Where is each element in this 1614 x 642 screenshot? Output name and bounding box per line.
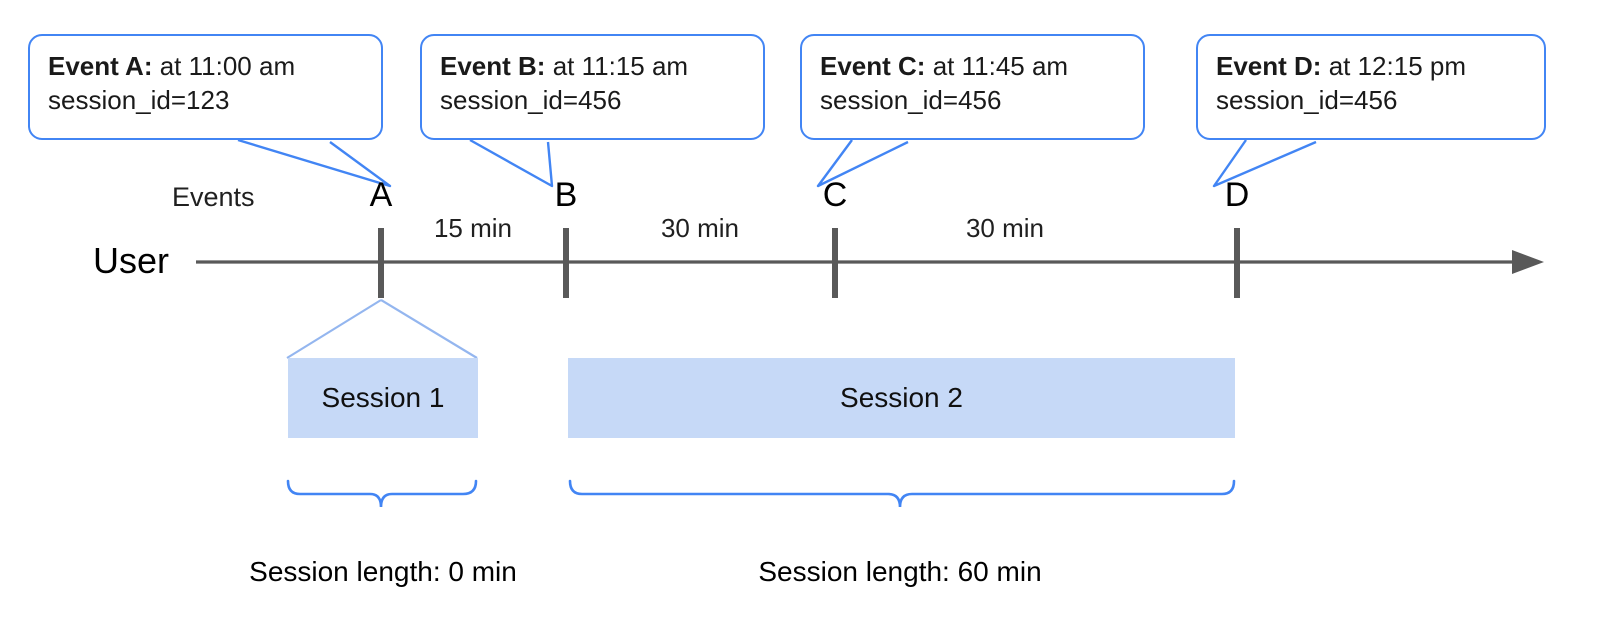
- callout-b-time: at 11:15 am: [545, 51, 689, 81]
- callout-b-label: Event B:: [440, 51, 546, 81]
- callout-a-tail: [237, 138, 392, 188]
- session-1-length-label: Session length: 0 min: [249, 556, 517, 587]
- session-1-funnel: [286, 299, 478, 359]
- event-letter-d: D: [1224, 176, 1250, 214]
- callout-event-c: Event C: at 11:45 am session_id=456: [800, 34, 1145, 140]
- callout-c-session: session_id=456: [820, 84, 1002, 115]
- gap-label-c-d: 30 min: [965, 213, 1045, 243]
- callout-b-tail: [469, 138, 554, 188]
- session-box-1: Session 1: [288, 358, 478, 438]
- timeline-arrowhead: [1512, 250, 1544, 274]
- callout-event-d: Event D: at 12:15 pm session_id=456: [1196, 34, 1546, 140]
- callout-c-label: Event C:: [820, 51, 926, 81]
- session-1-brace: [286, 479, 478, 508]
- callout-c-time: at 11:45 am: [925, 51, 1069, 81]
- callout-event-a: Event A: at 11:00 am session_id=123: [28, 34, 383, 140]
- gap-label-a-b: 15 min: [433, 213, 513, 243]
- callout-event-b: Event B: at 11:15 am session_id=456: [420, 34, 765, 140]
- callout-d-session: session_id=456: [1216, 84, 1398, 115]
- session-1-name: Session 1: [321, 382, 445, 413]
- events-row-label: Events: [172, 182, 255, 212]
- event-letter-c: C: [822, 176, 848, 214]
- callout-a-session: session_id=123: [48, 84, 230, 115]
- session-2-name: Session 2: [840, 382, 963, 413]
- callout-a-time: at 11:00 am: [152, 51, 296, 81]
- callout-a-label: Event A:: [48, 51, 153, 81]
- user-row-label: User: [93, 240, 170, 281]
- callout-c-tail: [816, 139, 909, 188]
- callout-d-time: at 12:15 pm: [1321, 51, 1467, 81]
- session-2-length-label: Session length: 60 min: [758, 556, 1042, 587]
- session-2-brace: [568, 479, 1236, 508]
- callout-d-label: Event D:: [1216, 51, 1322, 81]
- event-letter-a: A: [369, 176, 393, 214]
- event-letter-b: B: [554, 176, 578, 214]
- callout-d-tail: [1212, 139, 1317, 188]
- gap-label-b-c: 30 min: [660, 213, 740, 243]
- callout-b-session: session_id=456: [440, 84, 622, 115]
- session-box-2: Session 2: [568, 358, 1235, 438]
